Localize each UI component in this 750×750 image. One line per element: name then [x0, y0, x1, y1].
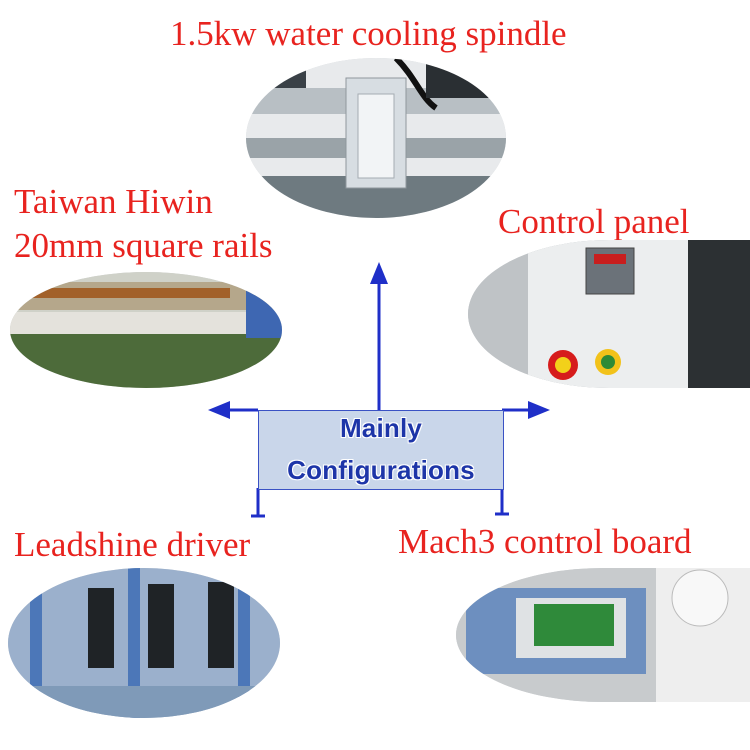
control-panel-label: Control panel	[498, 202, 690, 241]
rails-label-line2: 20mm square rails	[14, 226, 273, 265]
driver-photo	[8, 568, 280, 718]
rails-photo	[10, 272, 282, 388]
board-label: Mach3 control board	[398, 522, 692, 561]
arrowhead-right	[528, 401, 550, 419]
arrowhead-up	[370, 262, 388, 284]
center-box: Mainly Configurations	[258, 410, 504, 490]
center-title-line2: Configurations	[287, 455, 475, 485]
board-photo	[456, 568, 750, 702]
driver-label: Leadshine driver	[14, 525, 251, 564]
spindle-label: 1.5kw water cooling spindle	[170, 14, 567, 53]
spindle-photo	[246, 58, 506, 218]
control-panel-photo	[468, 240, 750, 388]
center-title-line1: Mainly	[339, 413, 423, 443]
rails-label-line1: Taiwan Hiwin	[14, 182, 213, 221]
arrowhead-left	[208, 401, 230, 419]
